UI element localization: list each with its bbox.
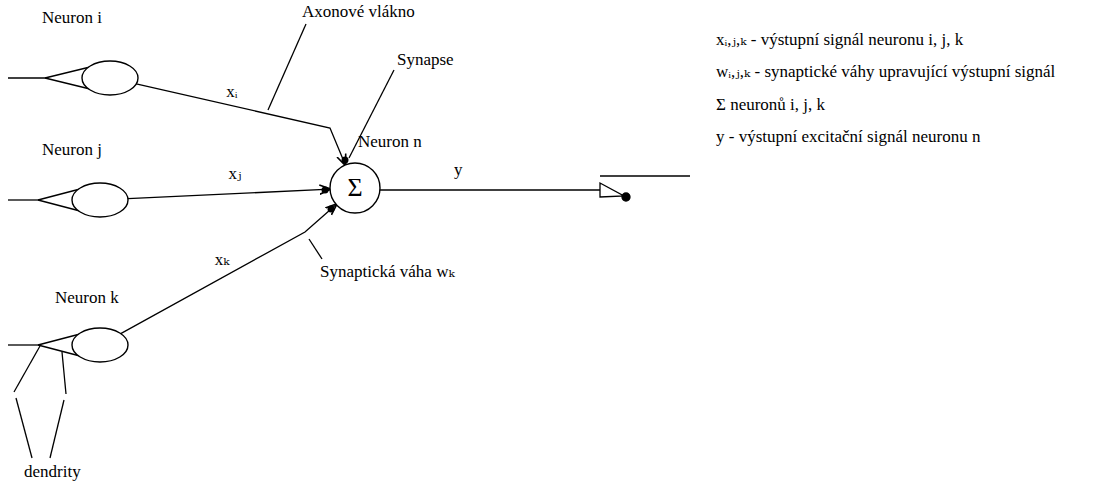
leader-line <box>50 400 64 458</box>
legend-text: wᵢ,ⱼ,ₖ - synaptické váhy upravující výst… <box>716 62 1055 81</box>
signal-label: xᵢ <box>224 82 239 102</box>
cell-body <box>72 328 128 362</box>
part-label: dendrity <box>22 462 83 482</box>
legend-entry: wᵢ,ⱼ,ₖ - synaptické váhy upravující výst… <box>716 62 1088 82</box>
neuron-cell: Neuron k <box>30 288 160 366</box>
cell-body <box>82 61 138 95</box>
neuron-cell: Neuron j <box>30 140 160 222</box>
leader-line <box>16 398 32 458</box>
part-label: y <box>452 160 465 180</box>
part-label: Axonové vlákno <box>300 2 417 22</box>
legend: xᵢ,ⱼ,ₖ - výstupní signál neuronu i, j, k… <box>716 30 1088 160</box>
output-axon <box>380 189 612 190</box>
dendrite-line <box>8 344 38 345</box>
sum-symbol: Σ <box>347 173 362 203</box>
synapse-symbol <box>600 183 624 197</box>
axon-fiber <box>128 189 330 199</box>
dendrite-line <box>8 77 45 78</box>
summation-neuron: Neuron n Σ <box>310 132 435 216</box>
neuron-name: Neuron k <box>55 288 119 308</box>
axon-fiber <box>121 205 337 334</box>
dendrite-line <box>14 346 40 392</box>
legend-entry: xᵢ,ⱼ,ₖ - výstupní signál neuronu i, j, k <box>716 30 1088 50</box>
axon-fiber <box>136 84 345 165</box>
part-label: Synapse <box>395 50 456 70</box>
part-label: Synaptická váha wₖ <box>318 262 457 282</box>
legend-entry: Σ neuronů i, j, k <box>716 95 1088 115</box>
neuron-name: Neuron i <box>42 8 102 28</box>
signal-label: xⱼ <box>227 164 244 184</box>
neuron-name: Neuron j <box>42 140 102 160</box>
dendrite-line <box>62 352 66 394</box>
synapse-dot <box>622 193 630 201</box>
output-axon <box>600 175 690 176</box>
legend-entry: y - výstupní excitační signál neuronu n <box>716 127 1088 147</box>
legend-text: y - výstupní excitační signál neuronu n <box>716 127 980 146</box>
legend-text: xᵢ,ⱼ,ₖ - výstupní signál neuronu i, j, k <box>716 30 963 49</box>
cell-body <box>330 163 380 213</box>
neuron-cell: Neuron i <box>30 8 160 100</box>
neuron-name: Neuron n <box>358 132 422 152</box>
signal-label: xₖ <box>213 250 232 270</box>
legend-text: Σ neuronů i, j, k <box>716 95 825 114</box>
leader-line <box>309 239 322 259</box>
dendrite-line <box>8 199 38 200</box>
cell-body <box>72 183 128 217</box>
leader-line <box>268 24 306 110</box>
